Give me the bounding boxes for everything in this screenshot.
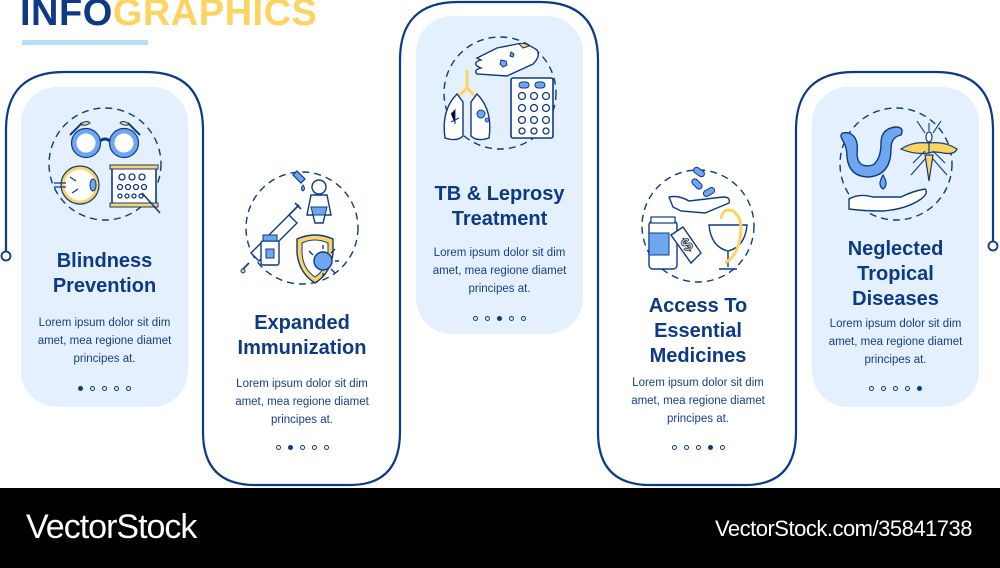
desc-line: principes at. — [270, 414, 333, 426]
pagination-dots — [598, 445, 798, 450]
desc-line: Lorem ipsum dolor sit dim — [632, 377, 764, 389]
dot — [893, 386, 898, 391]
desc-line: principes at. — [666, 413, 729, 425]
title-part-graphics: GRAPHICS — [112, 0, 318, 34]
desc-line: amet, mea regione diamet — [37, 335, 172, 347]
pagination-dots — [21, 386, 188, 391]
dot — [671, 445, 677, 450]
heading-line: Prevention — [52, 275, 157, 297]
desc-line: amet, mea regione diamet — [432, 265, 567, 277]
pagination-dots — [416, 316, 583, 321]
vectorstock-logo: VectorStock — [26, 508, 197, 546]
title-underline — [22, 40, 148, 45]
pagination-dots — [812, 386, 979, 391]
heading-line: Access To — [648, 295, 748, 317]
step-heading: Expanded Immunization — [202, 311, 402, 361]
dot-active — [78, 386, 83, 391]
desc-line: amet, mea regione diamet — [631, 395, 765, 407]
heading-line: Expanded — [254, 312, 350, 334]
heading-line: Neglected — [847, 238, 944, 260]
dot — [719, 445, 725, 450]
dot — [299, 445, 305, 450]
dot — [881, 386, 886, 391]
step-card-blindness-prevention: Blindness Prevention Lorem ipsum dolor s… — [21, 87, 188, 407]
step-heading: Neglected Tropical Diseases — [812, 237, 979, 312]
dot — [521, 316, 526, 321]
dot — [905, 386, 910, 391]
infographics-title: INFOGRAPHICS — [20, 0, 317, 32]
step-card-neglected-tropical-diseases: Neglected Tropical Diseases Lorem ipsum … — [812, 87, 979, 407]
step-description: Lorem ipsum dolor sit dim amet, mea regi… — [598, 374, 798, 428]
dot — [509, 316, 514, 321]
dot — [90, 386, 95, 391]
heading-line: Essential — [654, 320, 742, 342]
dot — [323, 445, 329, 450]
heading-line: TB & Leprosy — [434, 183, 565, 205]
heading-line: Tropical — [857, 263, 934, 285]
heading-line: Blindness — [56, 250, 153, 272]
desc-line: principes at. — [864, 354, 927, 366]
step-card-tb-leprosy-treatment: TB & Leprosy Treatment Lorem ipsum dolor… — [416, 16, 583, 334]
step-description: Lorem ipsum dolor sit dim amet, mea regi… — [202, 375, 402, 429]
watermark-footer: VectorStock VectorStock.com/35841738 — [0, 488, 1000, 568]
dot — [126, 386, 131, 391]
dot — [473, 316, 478, 321]
step-heading: Access To Essential Medicines — [598, 294, 798, 369]
dot — [695, 445, 701, 450]
dot — [114, 386, 119, 391]
heading-line: Diseases — [852, 288, 939, 310]
eyeglasses-eye-chart-icon — [47, 107, 162, 221]
lungs-hand-pills-icon — [442, 36, 557, 150]
pagination-dots — [202, 445, 402, 450]
step-heading: TB & Leprosy Treatment — [416, 182, 583, 232]
step-description: Lorem ipsum dolor sit dim amet, mea regi… — [416, 244, 583, 298]
pills-hand-bottle-price-tag-icon: $ — [641, 166, 755, 283]
step-heading: Blindness Prevention — [21, 249, 188, 299]
dot — [275, 445, 281, 450]
desc-line: amet, mea regione diamet — [235, 396, 369, 408]
syringe-baby-shield-virus-icon — [240, 170, 359, 285]
step-description: Lorem ipsum dolor sit dim amet, mea regi… — [812, 315, 979, 369]
dot-active — [917, 386, 922, 391]
desc-line: principes at. — [468, 283, 531, 295]
vectorstock-url: VectorStock.com/35841738 — [714, 516, 973, 541]
desc-line: Lorem ipsum dolor sit dim — [236, 378, 368, 390]
dot — [102, 386, 107, 391]
dot-active — [497, 316, 502, 321]
dot — [683, 445, 689, 450]
dot — [311, 445, 317, 450]
desc-line: principes at. — [73, 353, 136, 365]
worm-mosquito-water-hand-icon — [838, 107, 958, 221]
step-description: Lorem ipsum dolor sit dim amet, mea regi… — [21, 314, 188, 368]
dot — [485, 316, 490, 321]
heading-line: Immunization — [237, 337, 367, 359]
heading-line: Medicines — [649, 345, 747, 367]
dot-active — [287, 445, 293, 450]
desc-line: Lorem ipsum dolor sit dim — [38, 317, 171, 329]
desc-line: Lorem ipsum dolor sit dim — [829, 318, 962, 330]
dot-active — [707, 445, 713, 450]
connector-outline — [0, 0, 999, 487]
dot — [869, 386, 874, 391]
title-part-info: INFO — [20, 0, 113, 34]
desc-line: amet, mea regione diamet — [828, 336, 963, 348]
desc-line: Lorem ipsum dolor sit dim — [433, 247, 566, 259]
heading-line: Treatment — [451, 208, 548, 230]
